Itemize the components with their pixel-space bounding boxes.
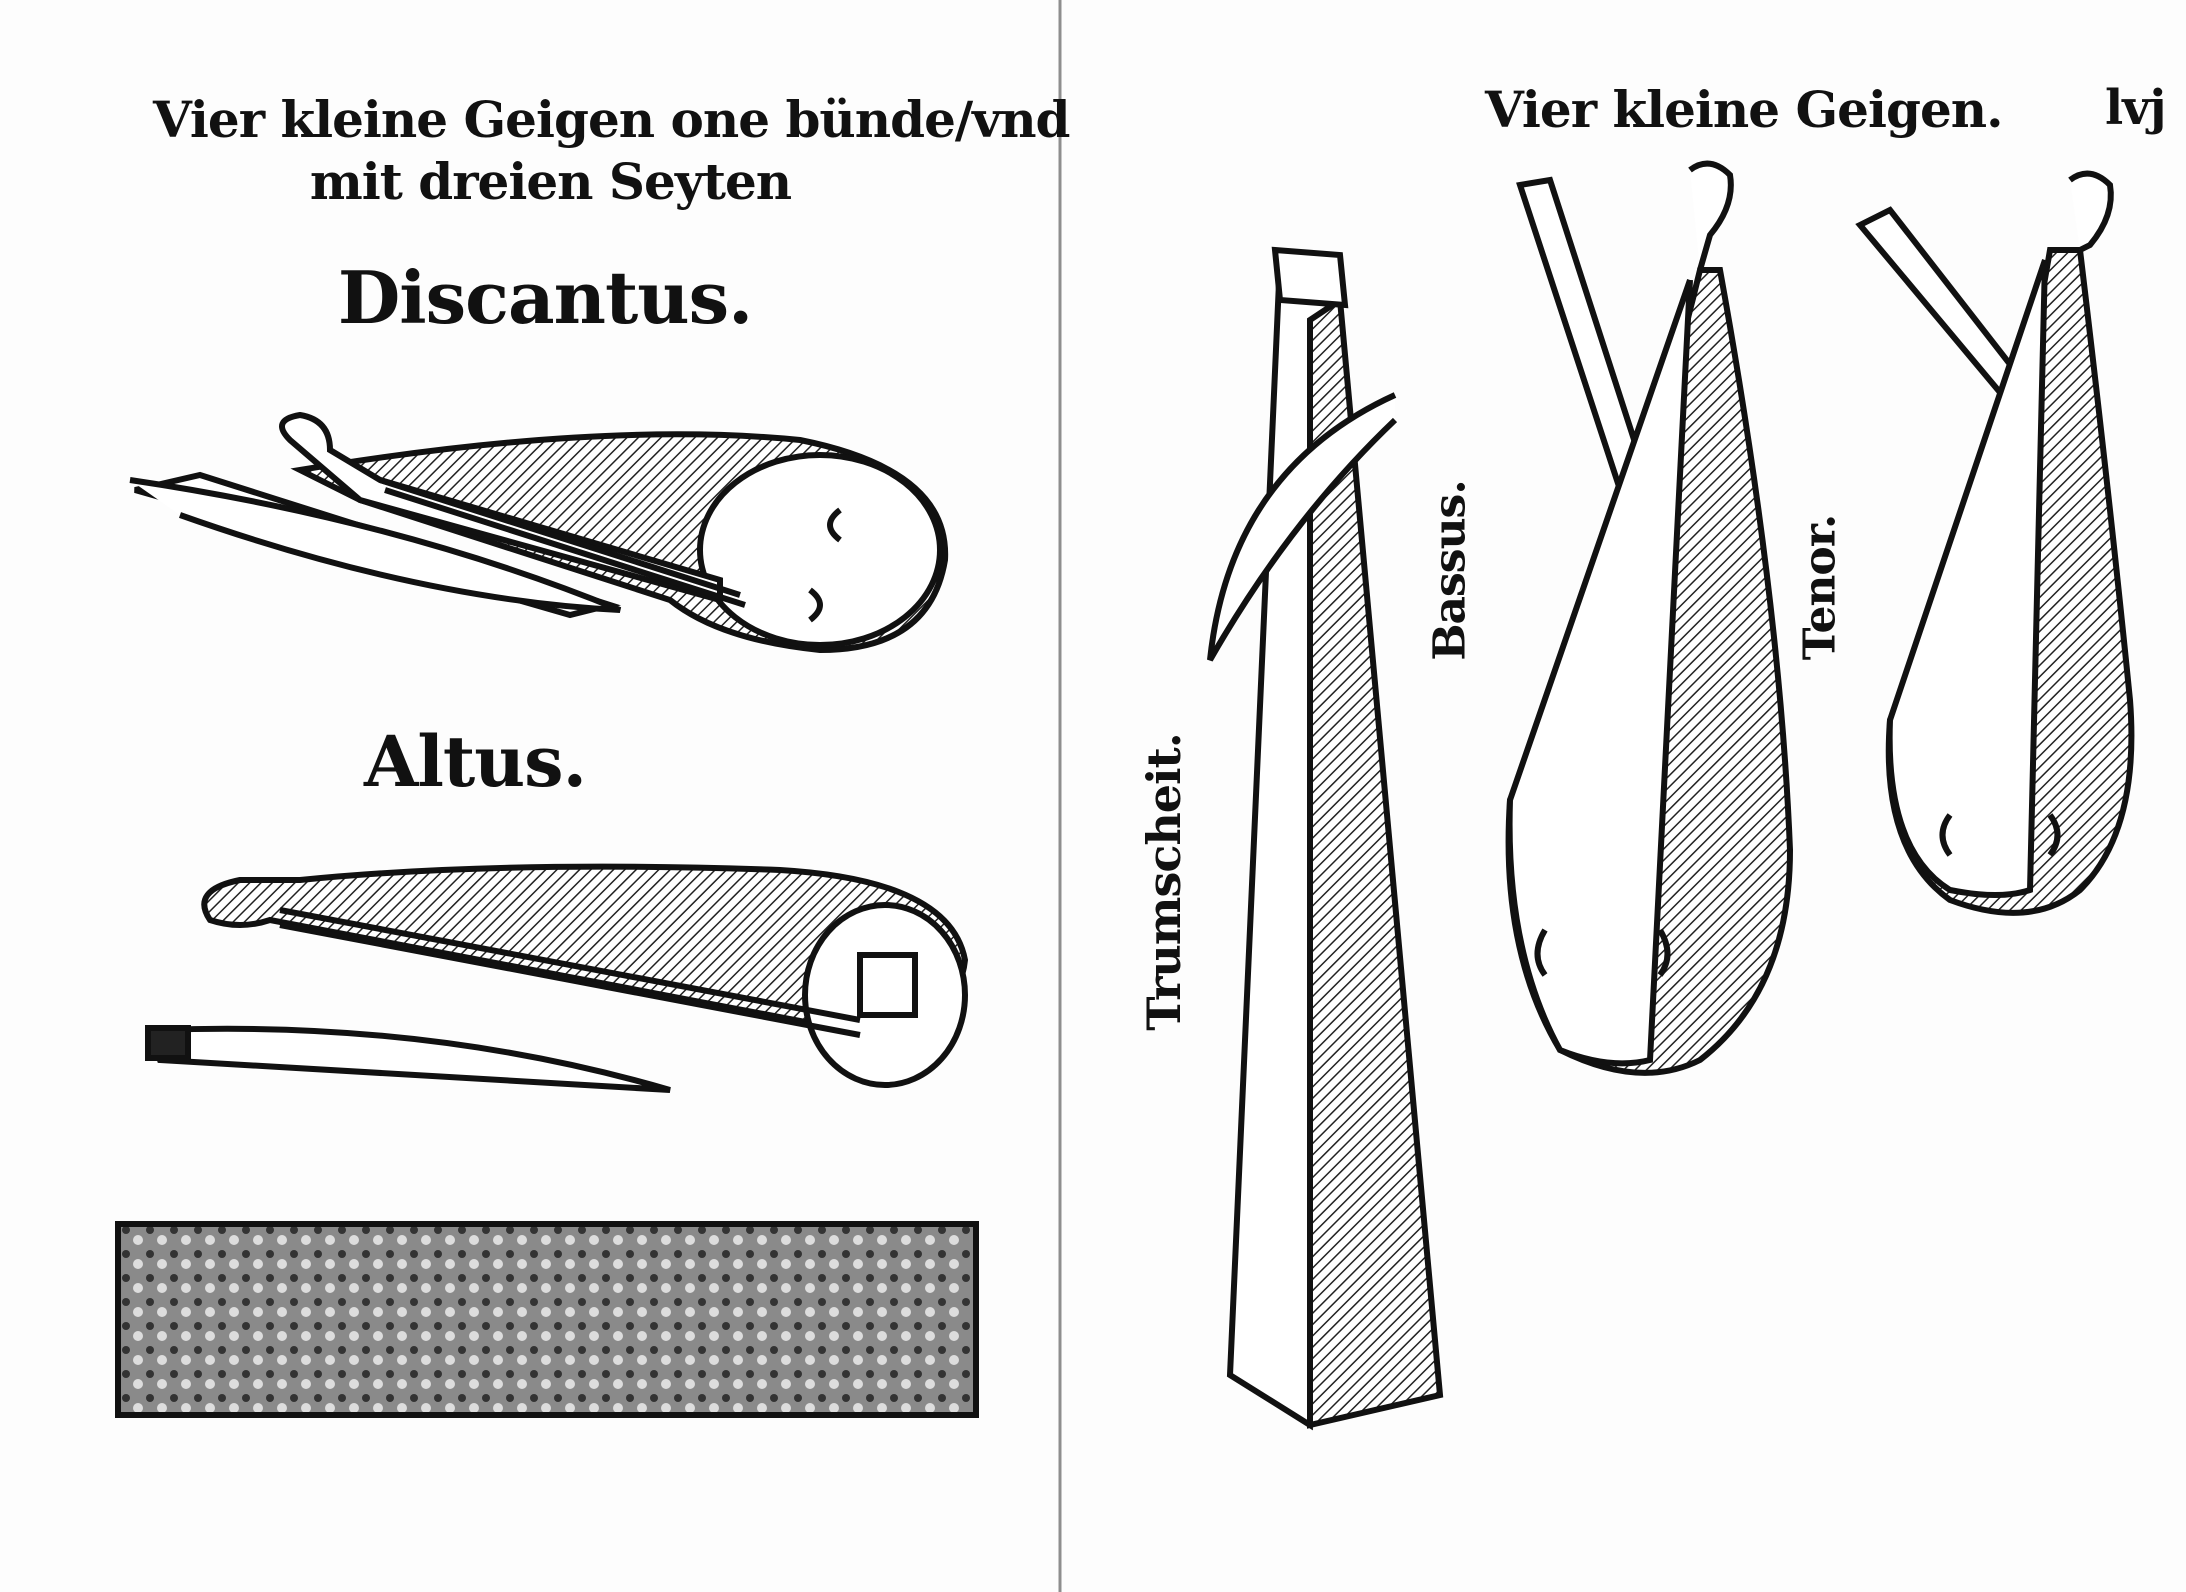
label-bassus: Bassus. [1424, 480, 1476, 661]
discantus-woodcut [129, 411, 949, 654]
label-trumscheit: Trumscheit. [1137, 733, 1191, 1031]
trumscheit-woodcut [1207, 246, 1444, 1431]
left-heading-line1: Vier kleine Geigen one bünde/vnd [153, 90, 1071, 149]
bassus-woodcut [1505, 160, 1794, 1076]
left-heading-line2: mit dreien Seyten [309, 152, 792, 211]
label-tenor: Tenor. [1794, 514, 1846, 661]
right-heading: Vier kleine Geigen. [1485, 80, 2004, 139]
folio-number: lvj [2105, 80, 2166, 136]
label-altus: Altus. [364, 720, 587, 803]
label-discantus: Discantus. [337, 255, 753, 340]
altus-woodcut [145, 863, 969, 1093]
ornamental-border [115, 1221, 979, 1418]
tenor-woodcut [1855, 170, 2135, 916]
